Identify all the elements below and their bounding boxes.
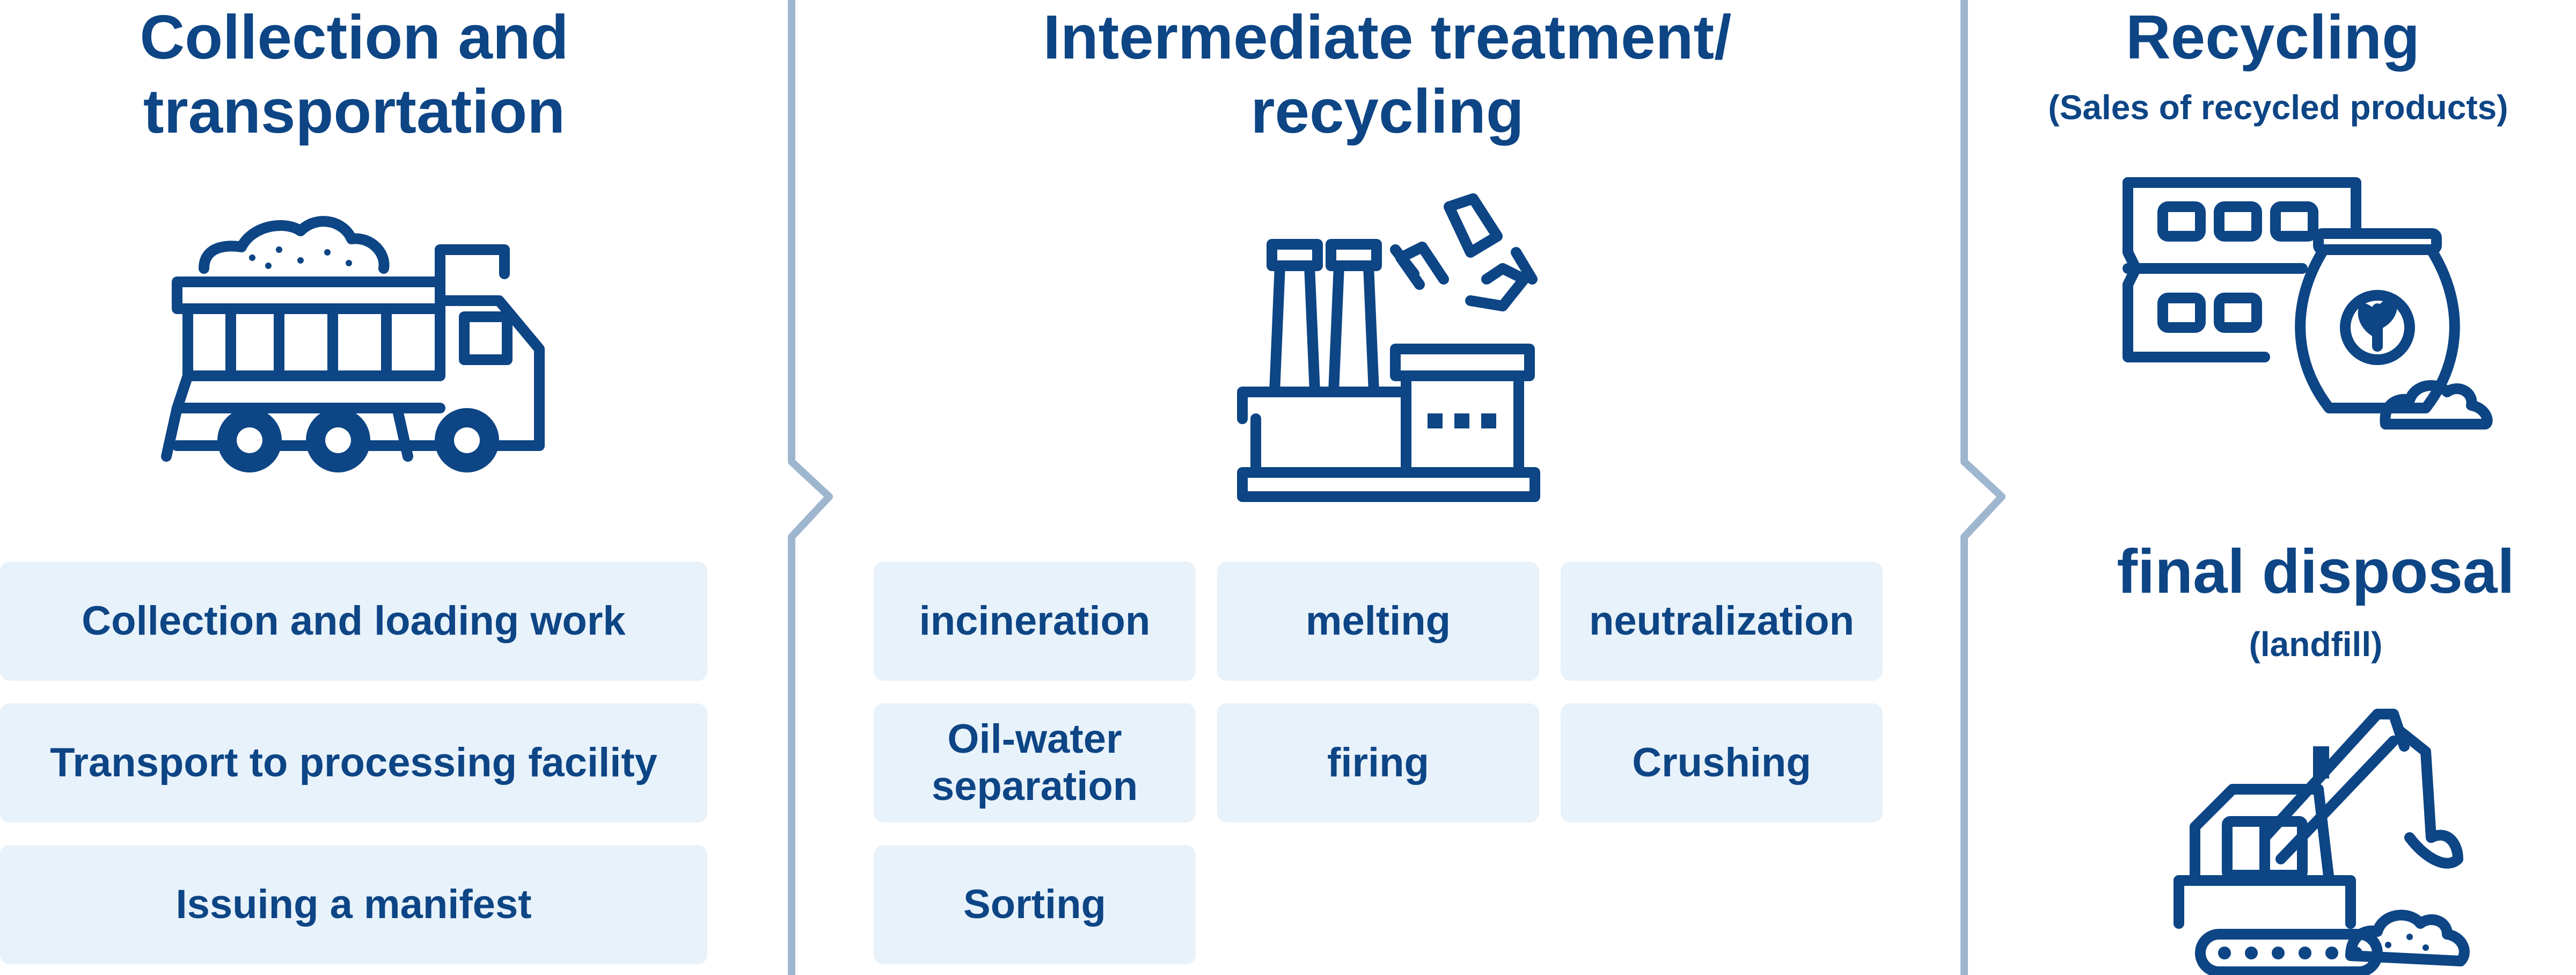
item-crushing: Crushing: [1561, 703, 1883, 823]
item-sorting: Sorting: [874, 845, 1196, 964]
item-line: separation: [931, 763, 1138, 809]
item-neutralization: neutralization: [1561, 562, 1883, 681]
title-line: recycling: [1250, 76, 1524, 146]
item-issuing-manifest: Issuing a manifest: [0, 845, 707, 964]
item-line: Oil-water: [947, 716, 1122, 762]
column-title-intermediate: Intermediate treatment/ recycling: [837, 0, 1937, 148]
title-line: Intermediate treatment/: [1043, 2, 1732, 72]
recycling-title: Recycling: [2126, 2, 2420, 72]
title-line: transportation: [143, 76, 566, 146]
title-line: Collection and: [140, 2, 569, 72]
item-firing: firing: [1217, 703, 1539, 823]
item-oil-water-separation: Oil-water separation: [874, 703, 1196, 823]
item-melting: melting: [1217, 562, 1539, 681]
item-incineration: incineration: [874, 562, 1196, 681]
final-disposal-title: final disposal: [2117, 536, 2515, 606]
final-disposal-subtitle: (landfill): [2249, 625, 2383, 664]
item-collection-loading: Collection and loading work: [0, 562, 707, 681]
item-transport-facility: Transport to processing facility: [0, 703, 707, 823]
column-title-collection: Collection and transportation: [21, 0, 687, 148]
recycling-subtitle: (Sales of recycled products): [2048, 88, 2508, 127]
